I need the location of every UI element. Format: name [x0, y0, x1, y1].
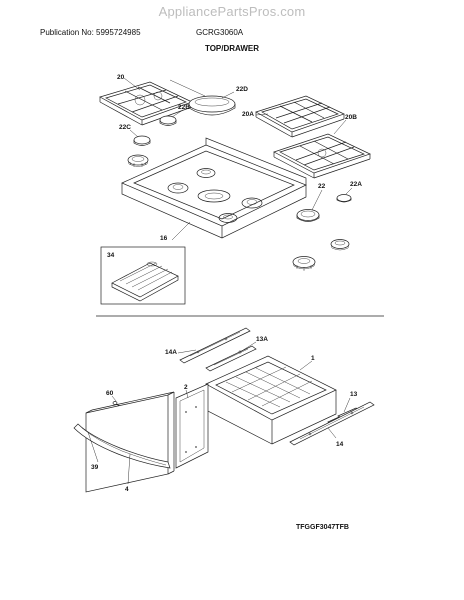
section-title: TOP/DRAWER [204, 44, 260, 53]
griddle-inset [100, 246, 186, 305]
drawer-rail-14a [179, 327, 251, 364]
callout-14a: 14A [165, 349, 177, 356]
watermark: AppliancePartsPros.com [158, 4, 306, 19]
callout-13: 13 [350, 391, 358, 398]
callout-22: 22 [318, 183, 326, 190]
callout-13a: 13A [256, 336, 268, 343]
drawer-box [205, 355, 337, 445]
model-number: GCRG3060A [196, 28, 244, 37]
drawer-rail-14 [289, 401, 375, 446]
drawer-inner-panel [175, 383, 209, 469]
grate-left [99, 81, 193, 126]
burner-cap-22a [336, 194, 352, 203]
callout-22b: 22B [178, 104, 190, 111]
callout-20a: 20A [242, 111, 254, 118]
burner-cap-22 [296, 209, 320, 222]
callout-34: 34 [107, 252, 115, 259]
burner-head-right-small [330, 239, 350, 251]
burner-cap-22c [133, 135, 151, 146]
drawer-rail-13a [205, 345, 257, 372]
cooktop-main-top [121, 137, 307, 239]
grate-right-back [255, 95, 345, 138]
callout-20: 20 [117, 74, 125, 81]
callout-22c: 22C [119, 124, 131, 131]
callout-22d: 22D [236, 86, 248, 93]
leader-lines-drawer [87, 341, 351, 485]
center-cover [188, 95, 236, 116]
burner-head-right-large [292, 256, 316, 271]
callout-60: 60 [106, 390, 114, 397]
callout-14: 14 [336, 441, 344, 448]
callout-1: 1 [311, 355, 315, 362]
callout-22a: 22A [350, 181, 362, 188]
grate-right-front [273, 133, 371, 179]
callout-4: 4 [125, 486, 129, 493]
burner-cap-22b [159, 115, 177, 126]
callout-39: 39 [91, 464, 99, 471]
figure-code: TFGGF3047TFB [296, 524, 349, 531]
burner-head-left [127, 154, 149, 167]
callout-20b: 20B [345, 114, 357, 121]
publication-number: Publication No: 5995724985 [40, 28, 141, 37]
callout-16: 16 [160, 235, 168, 242]
leader-lines-top [123, 77, 353, 241]
drawer-front [73, 391, 175, 493]
callout-2: 2 [184, 384, 188, 391]
